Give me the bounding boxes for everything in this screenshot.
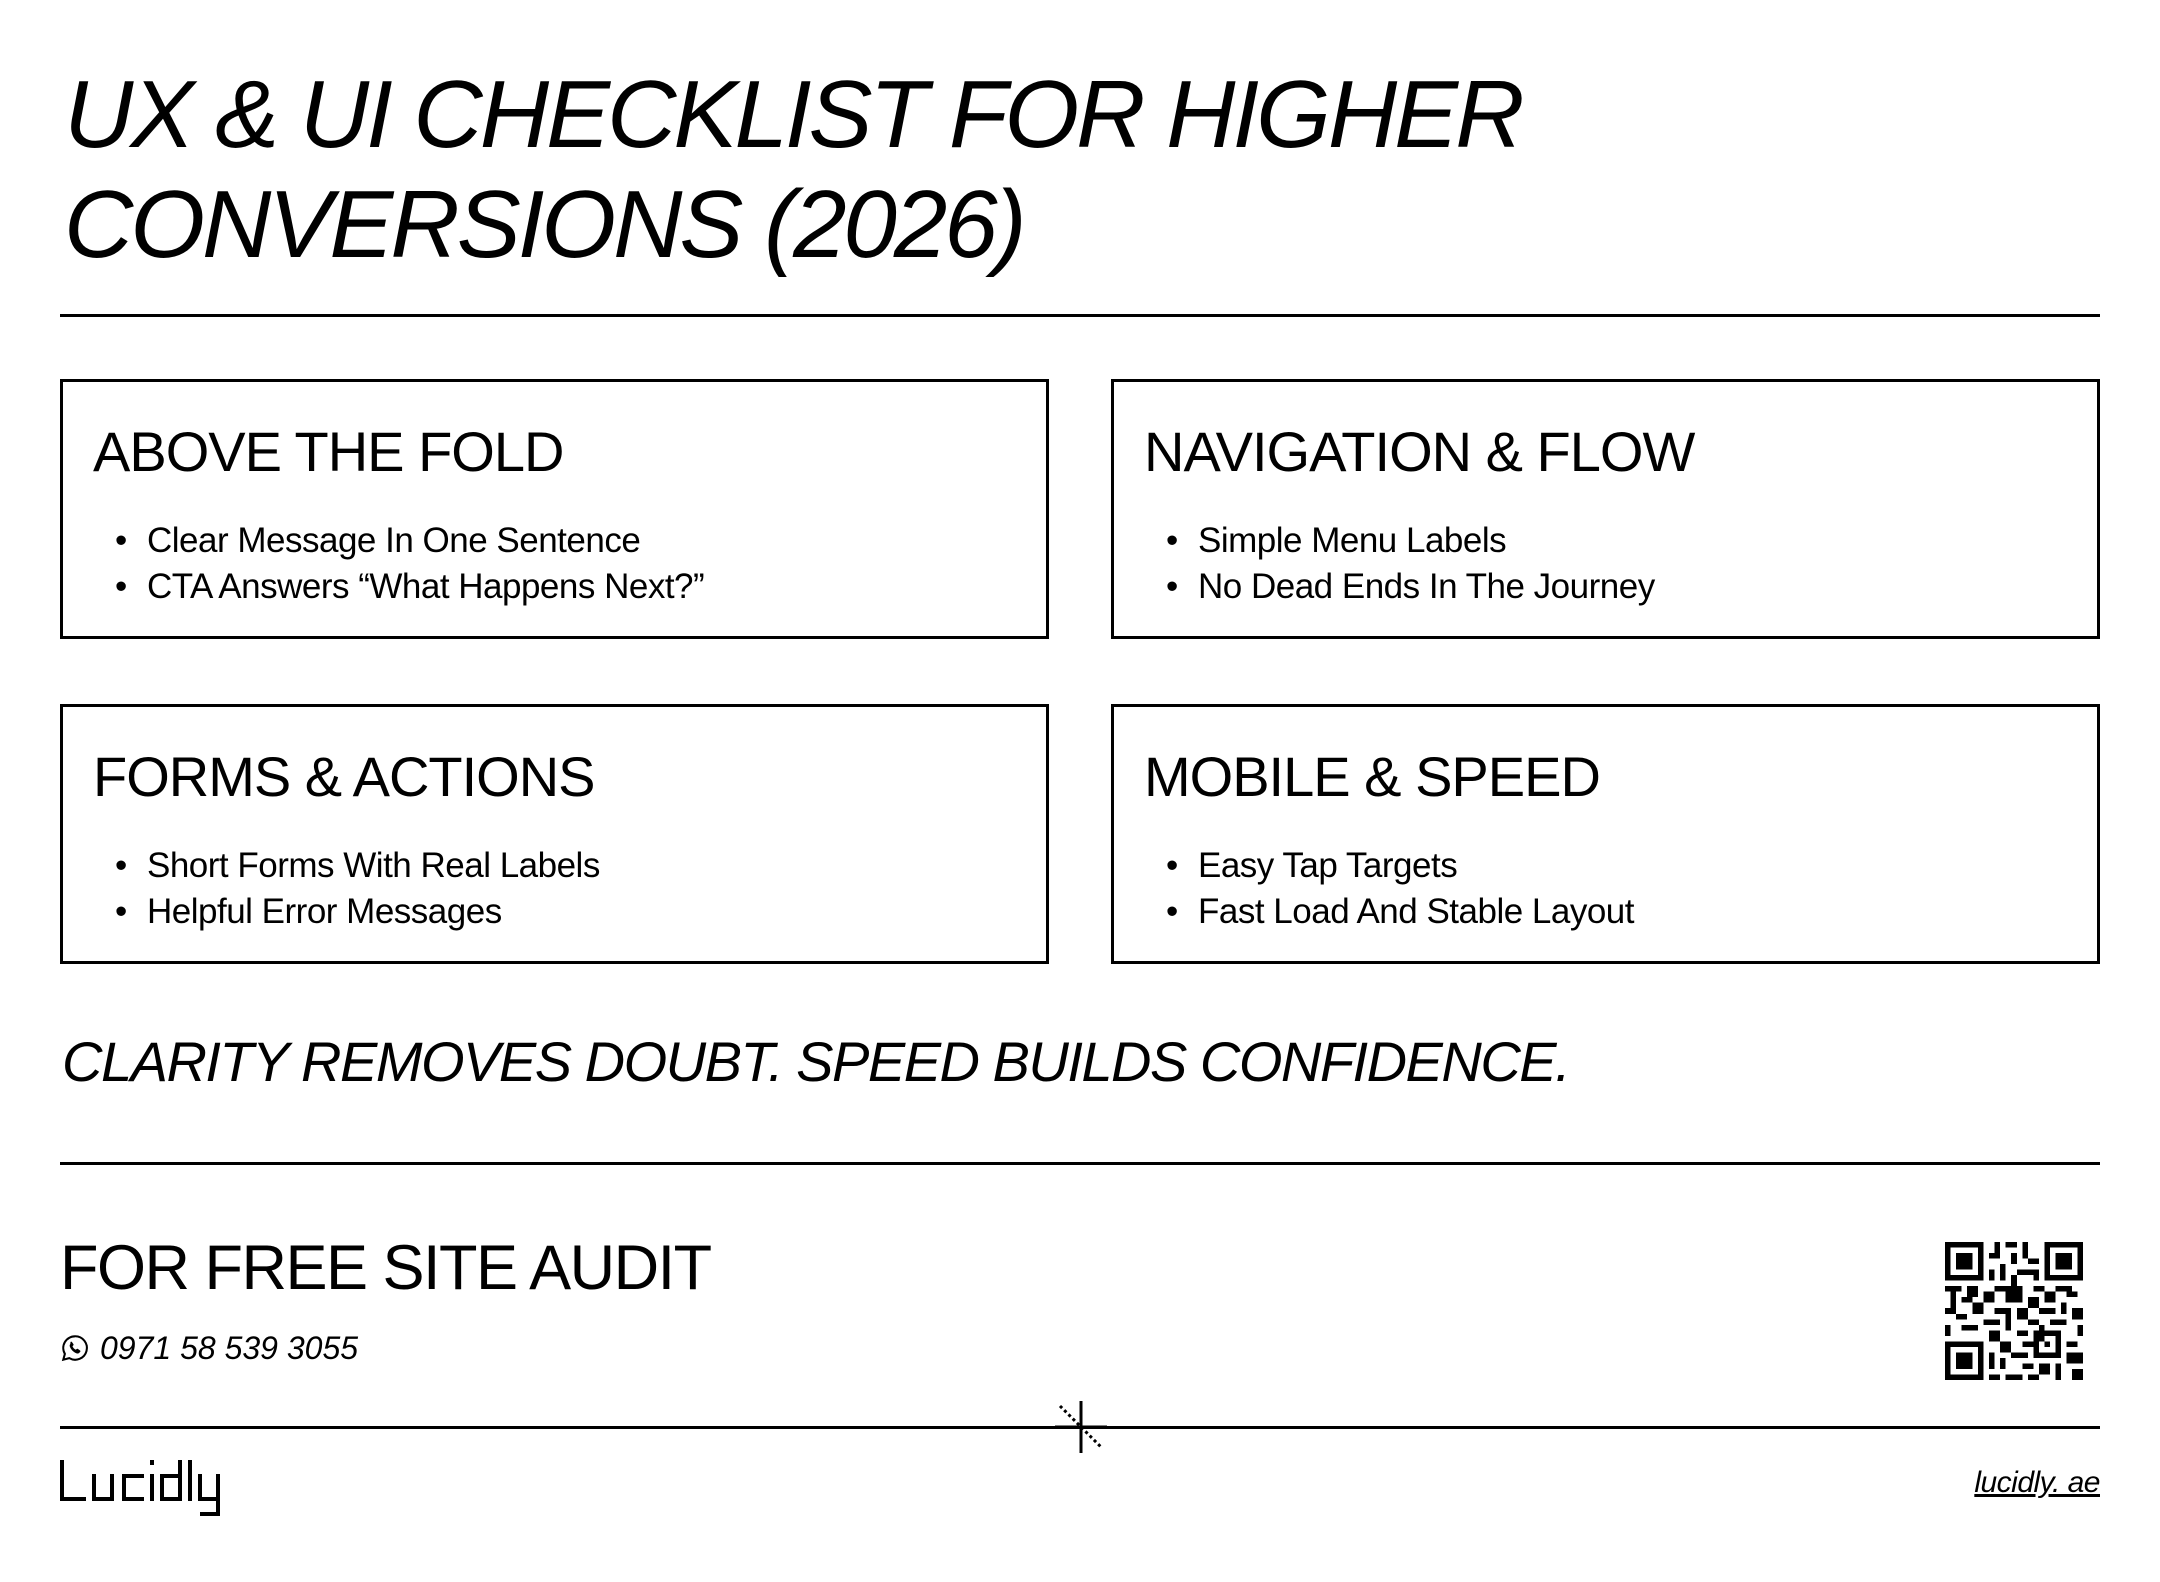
- website-link[interactable]: lucidly. ae: [1974, 1466, 2100, 1499]
- bullet-icon: •: [115, 567, 127, 606]
- checklist-item: • Easy Tap Targets: [1144, 843, 1634, 889]
- phone-contact[interactable]: 0971 58 539 3055: [60, 1328, 358, 1368]
- checklist: • Simple Menu Labels • No Dead Ends In The…: [1144, 518, 1655, 610]
- qr-code-icon[interactable]: [1945, 1242, 2083, 1380]
- checklist-item: • CTA Answers “What Happens Next?”: [93, 564, 705, 610]
- bullet-icon: •: [1166, 846, 1178, 885]
- header-divider: [60, 314, 2100, 317]
- title-line-2: CONVERSIONS (2026): [64, 171, 1027, 278]
- item-text: Clear Message In One Sentence: [147, 521, 641, 560]
- card-navigation-flow: NAVIGATION & FLOW • Simple Menu Labels • N…: [1111, 379, 2100, 639]
- item-text: No Dead Ends In The Journey: [1198, 567, 1655, 606]
- checklist-item: • Clear Message In One Sentence: [93, 518, 704, 564]
- item-text: Simple Menu Labels: [1198, 521, 1507, 560]
- checklist: • Clear Message In One Sentence • CTA Answ…: [93, 518, 705, 610]
- bullet-icon: •: [1166, 567, 1178, 606]
- item-text: CTA Answers “What Happens Next?”: [147, 567, 705, 606]
- checklist-item: • Fast Load And Stable Layout: [1144, 889, 1635, 935]
- checklist: • Easy Tap Targets • Fast Load And Stable …: [1144, 843, 1635, 935]
- card-heading: NAVIGATION & FLOW: [1144, 420, 1695, 483]
- checklist: • Short Forms With Real Labels • Helpful E…: [93, 843, 600, 935]
- item-text: Fast Load And Stable Layout: [1198, 892, 1635, 931]
- checklist-item: • Simple Menu Labels: [1144, 518, 1655, 564]
- bullet-icon: •: [1166, 892, 1178, 931]
- checklist-item: • Short Forms With Real Labels: [93, 843, 600, 889]
- whatsapp-icon: [61, 1335, 88, 1362]
- card-forms-actions: FORMS & ACTIONS • Short Forms With Real L…: [60, 704, 1049, 964]
- item-text: Helpful Error Messages: [147, 892, 502, 931]
- card-above-the-fold: ABOVE THE FOLD • Clear Message In One Sen…: [60, 379, 1049, 639]
- card-heading: ABOVE THE FOLD: [93, 420, 564, 483]
- svg-text:Lucidly: Lucidly: [60, 1450, 64, 1451]
- checklist-item: • No Dead Ends In The Journey: [1144, 564, 1655, 610]
- bullet-icon: •: [115, 892, 127, 931]
- phone-number: 0971 58 539 3055: [100, 1330, 359, 1366]
- bullet-icon: •: [115, 521, 127, 560]
- item-text: Easy Tap Targets: [1198, 846, 1458, 885]
- bullet-icon: •: [115, 846, 127, 885]
- card-mobile-speed: MOBILE & SPEED • Easy Tap Targets • Fast L…: [1111, 704, 2100, 964]
- section-divider: [60, 1162, 2100, 1165]
- bullet-icon: •: [1166, 521, 1178, 560]
- card-heading: MOBILE & SPEED: [1144, 745, 1601, 808]
- asterisk-star-icon: [1055, 1401, 1107, 1453]
- cta-heading: FOR FREE SITE AUDIT: [60, 1233, 712, 1303]
- tagline: CLARITY REMOVES DOUBT. SPEED BUILDS CONF…: [62, 1030, 1571, 1093]
- checklist-item: • Helpful Error Messages: [93, 889, 600, 935]
- item-text: Short Forms With Real Labels: [147, 846, 600, 885]
- card-heading: FORMS & ACTIONS: [93, 745, 595, 808]
- title-line-1: UX & UI CHECKLIST FOR HIGHER: [64, 61, 1525, 168]
- page-title: UX & UI CHECKLIST FOR HIGHER CONVERSIONS…: [64, 60, 1525, 280]
- lucidly-logo: Lucidly: [60, 1450, 220, 1516]
